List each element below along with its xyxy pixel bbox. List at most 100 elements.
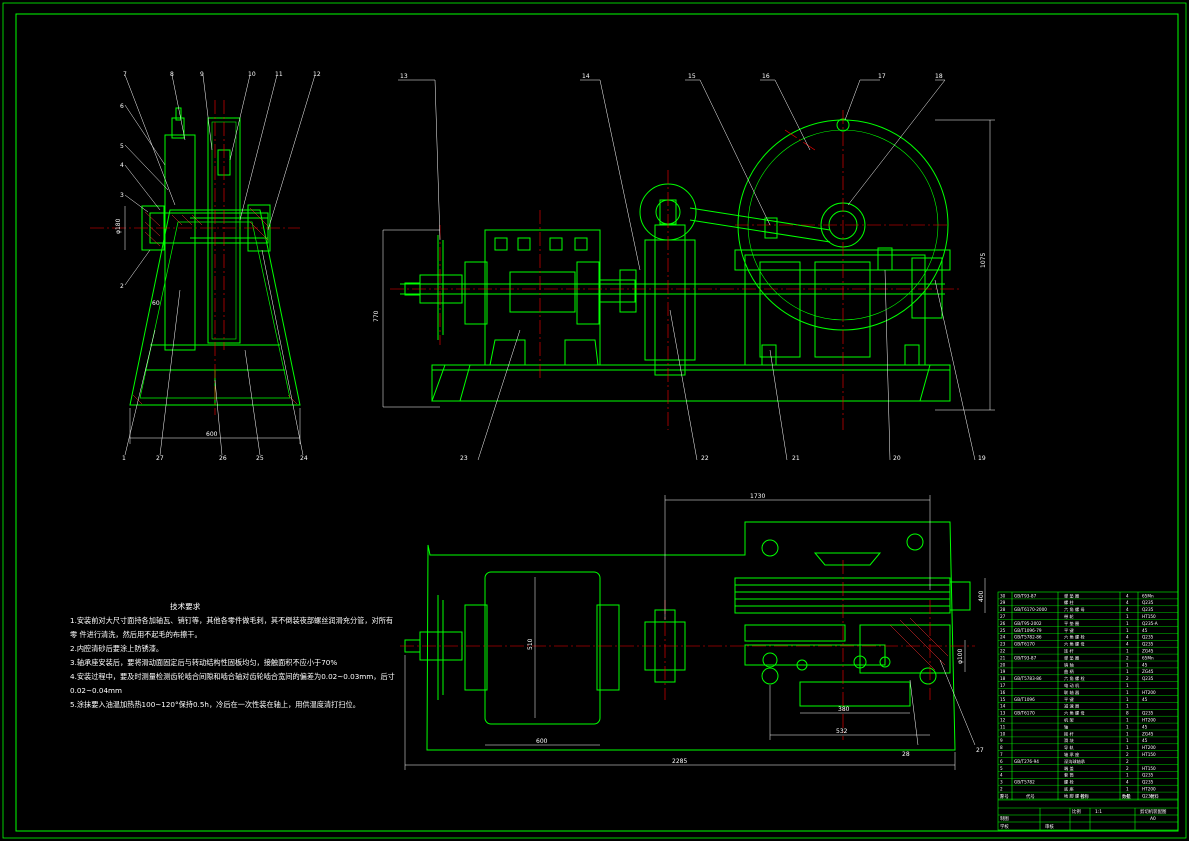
parts-list-no: 26 — [1000, 621, 1006, 626]
parts-list-no: 5 — [1000, 766, 1003, 771]
parts-list-mat: Q235 — [1142, 676, 1154, 681]
parts-list-name: 机 架 — [1064, 717, 1074, 724]
side-view — [90, 100, 301, 444]
tech-note-line: 4.安装过程中，要及时测量检测齿轮啮合间隙和啮合轴对齿轮啮合宽间的偏差为0.02… — [70, 672, 395, 681]
callout-19: 19 — [978, 455, 986, 462]
parts-list-qty: 4 — [1126, 593, 1129, 598]
dim-front-height-left: 770 — [373, 310, 380, 322]
side-view-callouts: 7 8 9 10 11 12 6 5 4 3 2 1 27 26 25 24 — [120, 71, 321, 462]
plan-view-centerlines — [400, 560, 975, 740]
parts-list-no: 11 — [1000, 724, 1006, 729]
parts-list-no: 12 — [1000, 718, 1006, 723]
tb-scale-label: 比例 — [1072, 808, 1081, 815]
callout-5: 5 — [120, 143, 124, 150]
parts-list-name: 弹 垫 圈 — [1064, 654, 1079, 661]
tech-note-line: 5.涂抹要入油温加热热100~120°保持0.5h，冷后在一次性装在轴上，用供温… — [70, 700, 360, 709]
callout-12: 12 — [313, 71, 321, 78]
dim-side-small: 60 — [152, 300, 160, 307]
tb-header-code: 代号 — [1026, 793, 1035, 800]
parts-list-mat: HT150 — [1142, 752, 1156, 757]
parts-list-qty: 1 — [1126, 649, 1129, 654]
tech-note-line: 0.02~0.04mm — [70, 686, 123, 695]
parts-list-qty: 1 — [1126, 628, 1129, 633]
parts-list-name: 导 轨 — [1064, 744, 1075, 751]
tb-school: 学校 — [1000, 823, 1009, 830]
parts-list-qty: 2 — [1126, 752, 1129, 757]
plan-view-dim-text: 1730 510 600 2285 380 532 400 φ100 28 27 — [527, 493, 985, 765]
parts-list-mat: Q235 — [1142, 711, 1154, 716]
parts-list-mat: Q235 — [1142, 642, 1154, 647]
parts-list-qty: 1 — [1126, 704, 1129, 709]
parts-list-qty: 2 — [1126, 766, 1129, 771]
parts-list-no: 8 — [1000, 745, 1003, 750]
parts-list-qty: 4 — [1126, 600, 1129, 605]
parts-list-qty: 1 — [1126, 697, 1129, 702]
dim-plan-motor-h: 510 — [527, 638, 534, 650]
parts-list-mat: 65Mn — [1142, 593, 1154, 598]
dim-plan-right-b: φ100 — [957, 648, 964, 664]
plan-view — [404, 521, 971, 751]
parts-list-mat: 65Mn — [1142, 655, 1154, 660]
parts-list-qty: 2 — [1126, 676, 1129, 681]
tb-header-name: 名称 — [1080, 793, 1089, 800]
parts-list-mat: Q235 — [1142, 773, 1154, 778]
parts-list-mat: Q235 — [1142, 780, 1154, 785]
dim-plan-right-a: 400 — [978, 590, 985, 602]
parts-list-name: 六 角 螺 母 — [1064, 641, 1085, 648]
parts-list-code: GB/T276-94 — [1014, 759, 1039, 764]
parts-list-qty: 4 — [1126, 607, 1129, 612]
parts-list-no: 27 — [1000, 614, 1006, 619]
inner-frame — [15, 13, 1179, 832]
callout-27a: 27 — [156, 455, 164, 462]
callout-23: 23 — [460, 455, 468, 462]
tb-header-no: 序号 — [1000, 793, 1009, 800]
parts-list-qty: 8 — [1126, 711, 1129, 716]
parts-list-name: 弹 垫 圈 — [1064, 592, 1079, 599]
parts-list-no: 2 — [1000, 787, 1003, 792]
parts-list-code: GB/T95-2002 — [1014, 621, 1042, 626]
parts-list-name: 套 筒 — [1064, 772, 1074, 779]
tech-note-line: 2.内腔清砂后要涂上防锈漆。 — [70, 644, 164, 653]
technical-notes: 技术要求 1.安装前对大尺寸面持各加轴瓦、销钉等，其他各零件做毛刺，其不倒装夜部… — [70, 600, 400, 712]
tech-note-line: 零 件进行清洗，然后用不起毛的布擦干。 — [70, 630, 202, 639]
tb-header-qty: 数量 — [1122, 793, 1131, 800]
title-block-footer: 序号 代号 名称 数量 材料 比例 1:1 剪切机装配图 A0 制图 审核 学校 — [1000, 793, 1167, 830]
parts-list-no: 29 — [1000, 600, 1006, 605]
parts-list-no: 23 — [1000, 642, 1006, 647]
callout-3: 3 — [120, 192, 124, 199]
parts-list-name: 摇 杆 — [1064, 730, 1075, 737]
parts-list-no: 18 — [1000, 676, 1006, 681]
parts-list-name: 减 速 器 — [1064, 703, 1080, 710]
parts-list-qty: 1 — [1126, 738, 1129, 743]
parts-list-name: 带 轮 — [1064, 613, 1075, 620]
dim-plan-motor-w: 600 — [536, 738, 548, 745]
parts-list-code: GB/T5782-86 — [1014, 635, 1042, 640]
parts-list-no: 10 — [1000, 731, 1006, 736]
dim-plan-mid1: 380 — [838, 706, 850, 713]
dim-plan-top: 1730 — [750, 493, 765, 500]
parts-list-mat: HT150 — [1142, 766, 1156, 771]
parts-list-code: GB/T6170 — [1014, 711, 1035, 716]
parts-list-no: 15 — [1000, 697, 1006, 702]
parts-list-qty: 4 — [1126, 642, 1129, 647]
parts-list-mat: HT200 — [1142, 690, 1156, 695]
parts-list-mat: 45 — [1142, 724, 1148, 729]
callout-7: 7 — [123, 71, 127, 78]
parts-list-qty: 2 — [1126, 759, 1129, 764]
parts-list-mat: 45 — [1142, 628, 1148, 633]
dim-front-height-right: 1075 — [980, 253, 987, 268]
front-view-callouts: 13 14 15 16 17 18 23 22 21 20 19 — [400, 73, 986, 462]
parts-list-qty: 1 — [1126, 669, 1129, 674]
front-view-centerlines — [390, 110, 960, 430]
callout-13: 13 — [400, 73, 408, 80]
parts-list-name: 平 键 — [1064, 696, 1075, 703]
parts-list-name: 曲 柄 — [1064, 668, 1074, 675]
front-view — [400, 118, 951, 402]
callout-20: 20 — [893, 455, 901, 462]
callout-10: 10 — [248, 71, 256, 78]
parts-list-qty: 1 — [1126, 683, 1129, 688]
callout-15: 15 — [688, 73, 696, 80]
tb-header-mat: 材料 — [1150, 793, 1159, 800]
